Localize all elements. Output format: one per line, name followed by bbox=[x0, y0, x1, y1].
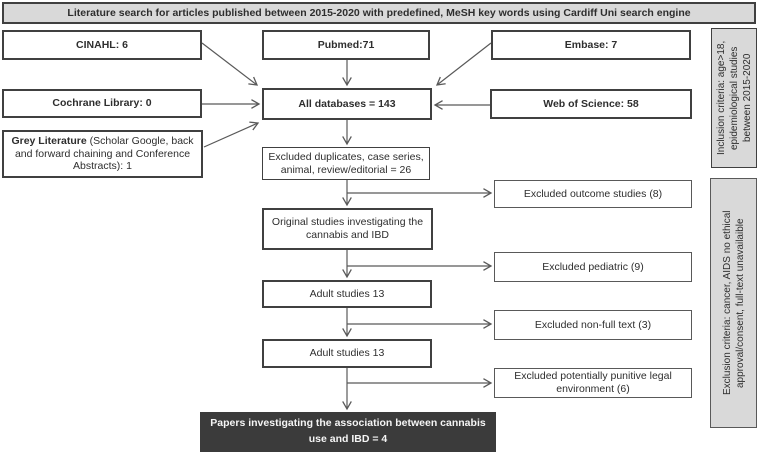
node-excluded-punitive-legal: Excluded potentially punitive legal envi… bbox=[494, 368, 692, 398]
node-grey-literature: Grey Literature (Scholar Google, back an… bbox=[2, 130, 203, 178]
node-adult-studies-2: Adult studies 13 bbox=[262, 339, 432, 368]
node-embase: Embase: 7 bbox=[491, 30, 691, 60]
node-pubmed: Pubmed:71 bbox=[262, 30, 430, 60]
node-adult-studies-2-label: Adult studies 13 bbox=[309, 347, 385, 360]
node-final-papers: Papers investigating the association bet… bbox=[200, 412, 496, 452]
node-excluded-non-full-text: Excluded non-full text (3) bbox=[494, 310, 692, 340]
node-excluded-non-full-text-label: Excluded non-full text (3) bbox=[534, 318, 652, 331]
note-inclusion-criteria: Inclusion criteria: age>18, epidemiologi… bbox=[711, 28, 757, 168]
note-inclusion-criteria-text: Inclusion criteria: age>18, epidemiologi… bbox=[715, 40, 753, 156]
node-adult-studies-1-label: Adult studies 13 bbox=[309, 287, 385, 300]
node-excluded-duplicates-label: Excluded duplicates, case series, animal… bbox=[268, 150, 424, 176]
node-cochrane: Cochrane Library: 0 bbox=[2, 89, 202, 118]
grey-literature-rest: (Scholar Google, back and forward chaini… bbox=[14, 134, 194, 173]
node-all-databases-label: All databases = 143 bbox=[298, 97, 396, 110]
node-original-studies: Original studies investigating the canna… bbox=[262, 208, 433, 250]
note-exclusion-criteria-text: Exclusion criteria: cancer, AIDS no ethi… bbox=[721, 210, 746, 396]
node-web-of-science: Web of Science: 58 bbox=[490, 89, 692, 119]
node-excluded-pediatric-label: Excluded pediatric (9) bbox=[542, 260, 644, 273]
node-cinahl: CINAHL: 6 bbox=[2, 30, 202, 60]
node-all-databases: All databases = 143 bbox=[262, 88, 432, 120]
note-exclusion-criteria: Exclusion criteria: cancer, AIDS no ethi… bbox=[710, 178, 757, 428]
node-grey-literature-label: Grey Literature (Scholar Google, back an… bbox=[8, 135, 197, 173]
node-excluded-outcome-label: Excluded outcome studies (8) bbox=[523, 187, 663, 200]
title-banner-text: Literature search for articles published… bbox=[67, 7, 691, 19]
node-excluded-duplicates: Excluded duplicates, case series, animal… bbox=[262, 147, 430, 180]
grey-literature-bold: Grey Literature bbox=[11, 134, 87, 147]
node-final-papers-label: Papers investigating the association bet… bbox=[210, 417, 486, 445]
node-pubmed-label: Pubmed:71 bbox=[317, 38, 375, 51]
node-excluded-punitive-legal-label: Excluded potentially punitive legal envi… bbox=[514, 370, 672, 395]
node-excluded-pediatric: Excluded pediatric (9) bbox=[494, 252, 692, 282]
title-banner: Literature search for articles published… bbox=[2, 2, 756, 24]
node-cochrane-label: Cochrane Library: 0 bbox=[52, 97, 152, 110]
node-embase-label: Embase: 7 bbox=[564, 38, 618, 51]
node-web-of-science-label: Web of Science: 58 bbox=[543, 97, 639, 110]
node-adult-studies-1: Adult studies 13 bbox=[262, 280, 432, 308]
node-original-studies-label: Original studies investigating the canna… bbox=[271, 216, 424, 241]
node-cinahl-label: CINAHL: 6 bbox=[76, 38, 128, 51]
node-excluded-outcome-studies: Excluded outcome studies (8) bbox=[494, 180, 692, 208]
